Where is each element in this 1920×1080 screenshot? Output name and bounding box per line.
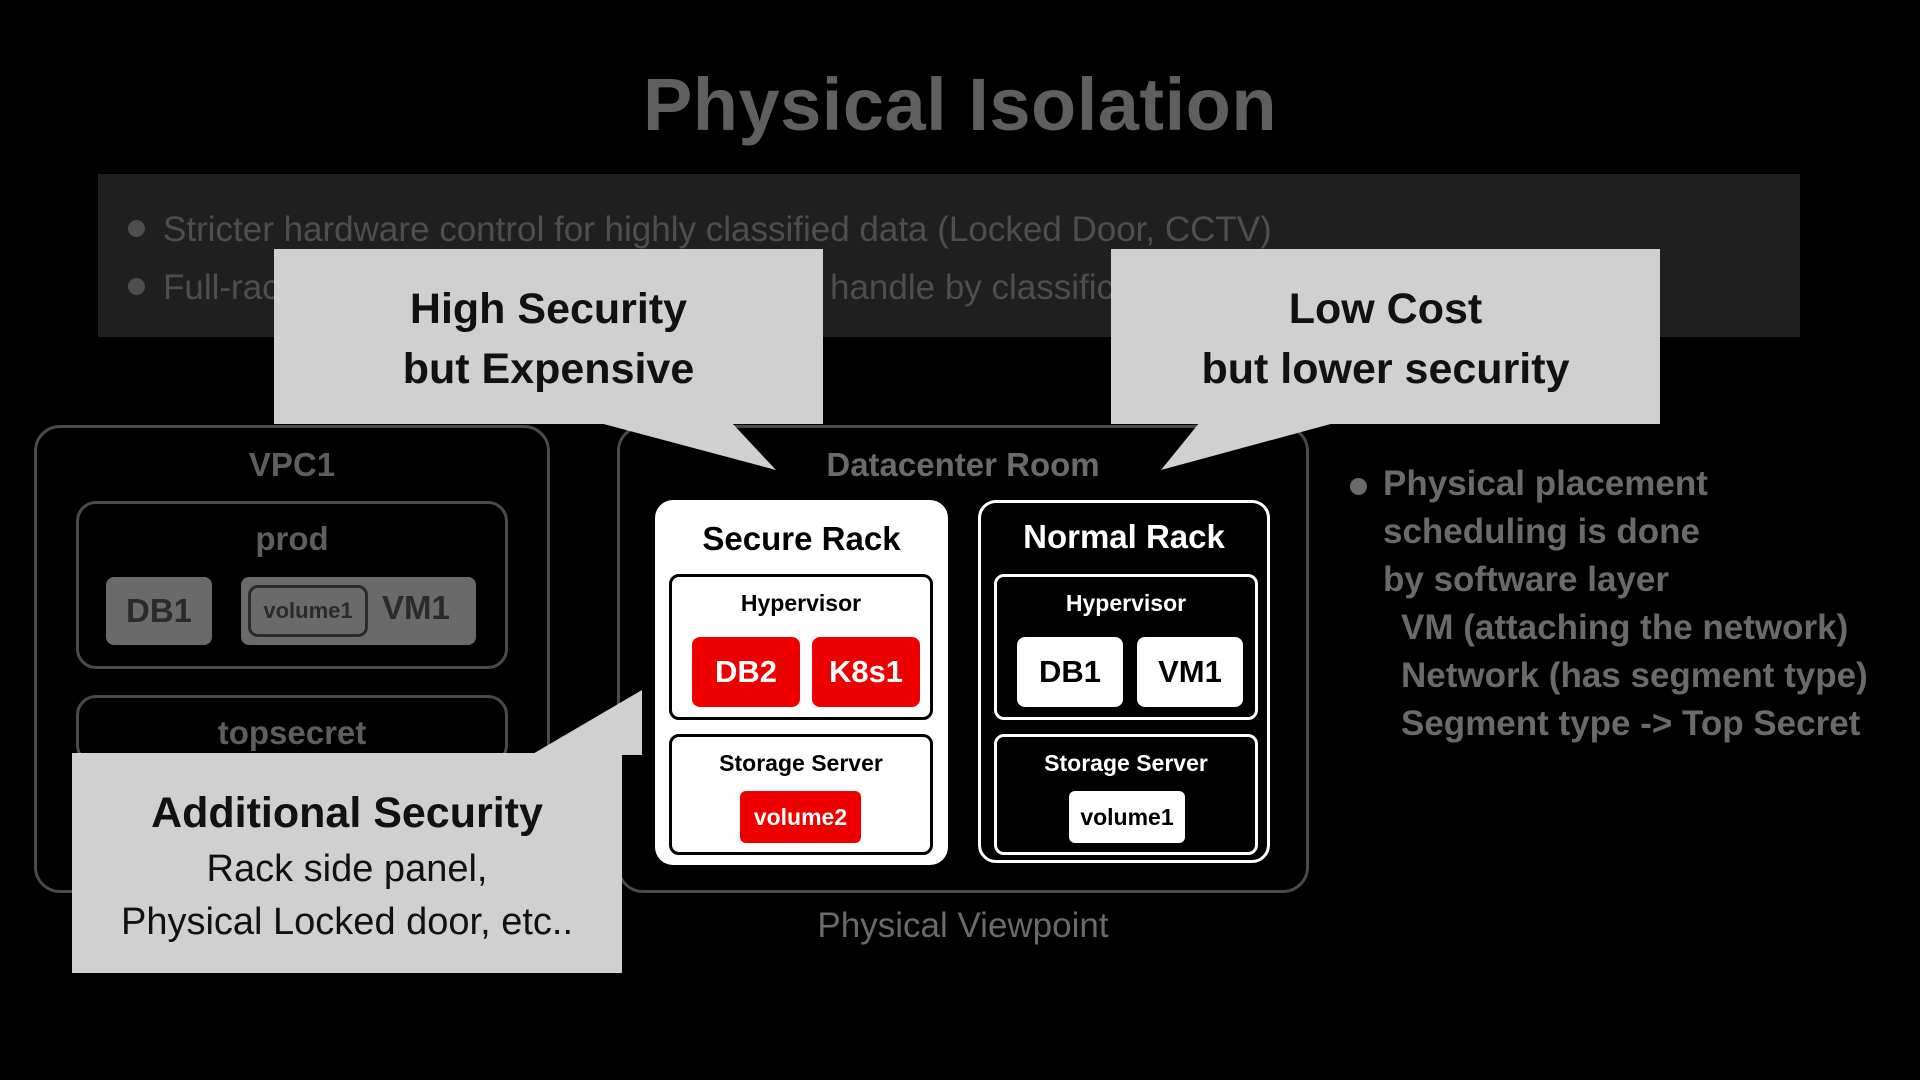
band-bullet-2-tail: handle by classific xyxy=(830,268,1115,307)
datacenter-box xyxy=(617,425,1309,893)
bullet-dot-icon xyxy=(128,278,145,296)
vpc-label: VPC1 xyxy=(248,446,336,483)
bullet-dot-icon xyxy=(128,220,145,238)
low-cost-line1: Low Cost xyxy=(1288,285,1483,333)
normal-volume1-chip: volume1 xyxy=(1069,791,1185,843)
secure-k8s1-chip: K8s1 xyxy=(812,637,920,707)
high-security-line1: High Security xyxy=(409,285,688,333)
right-bullet-dot-icon xyxy=(1350,478,1367,495)
low-cost-callout: Low Cost but lower security xyxy=(1111,249,1660,424)
topsecret-label: topsecret xyxy=(217,714,367,751)
normal-db1-chip: DB1 xyxy=(1017,637,1123,707)
low-cost-line2: but lower security xyxy=(1201,345,1570,393)
additional-security-callout: Additional Security Rack side panel, Phy… xyxy=(72,753,622,973)
right-sub-bullet-2: Network (has segment type) xyxy=(1401,656,1868,695)
secure-volume2-chip: volume2 xyxy=(740,791,861,843)
page-title: Physical Isolation xyxy=(642,63,1278,146)
secure-hypervisor-box xyxy=(669,574,933,720)
high-security-line2: but Expensive xyxy=(402,345,695,393)
high-security-tail xyxy=(596,422,776,470)
right-bullet-line3: by software layer xyxy=(1383,560,1669,599)
prod-box xyxy=(76,501,508,669)
secure-storage-label: Storage Server xyxy=(719,750,883,776)
prod-label: prod xyxy=(255,520,329,557)
right-bullet-line1: Physical placement xyxy=(1383,464,1708,503)
high-security-callout: High Security but Expensive xyxy=(274,249,823,424)
normal-vm1-chip: VM1 xyxy=(1137,637,1243,707)
secure-storage-box xyxy=(669,734,933,855)
additional-security-line1: Rack side panel, xyxy=(206,848,488,890)
additional-security-title: Additional Security xyxy=(151,789,543,837)
normal-rack xyxy=(978,500,1270,863)
normal-rack-label: Normal Rack xyxy=(1023,518,1225,555)
low-cost-tail xyxy=(1161,422,1338,470)
secure-db2-chip: DB2 xyxy=(692,637,800,707)
normal-hypervisor-label: Hypervisor xyxy=(1065,590,1187,616)
secure-rack-label: Secure Rack xyxy=(702,520,901,557)
band-bullet-1: Stricter hardware control for highly cla… xyxy=(128,210,1272,250)
prod-vm1-label: VM1 xyxy=(382,589,450,626)
secure-hypervisor-label: Hypervisor xyxy=(740,590,862,616)
right-sub-bullet-1: VM (attaching the network) xyxy=(1401,608,1849,647)
additional-security-tail xyxy=(531,690,642,755)
prod-volume1-chip: volume1 xyxy=(248,585,368,637)
right-sub-bullet-3: Segment type -> Top Secret xyxy=(1401,704,1861,743)
normal-hypervisor-box xyxy=(994,574,1258,720)
datacenter-label: Datacenter Room xyxy=(826,446,1100,483)
prod-db1-chip: DB1 xyxy=(106,577,212,645)
normal-storage-label: Storage Server xyxy=(1044,750,1208,776)
normal-storage-box xyxy=(994,734,1258,855)
right-bullet-line2: scheduling is done xyxy=(1383,512,1700,551)
additional-security-line2: Physical Locked door, etc.. xyxy=(120,901,574,943)
physical-viewpoint-caption: Physical Viewpoint xyxy=(817,906,1109,945)
